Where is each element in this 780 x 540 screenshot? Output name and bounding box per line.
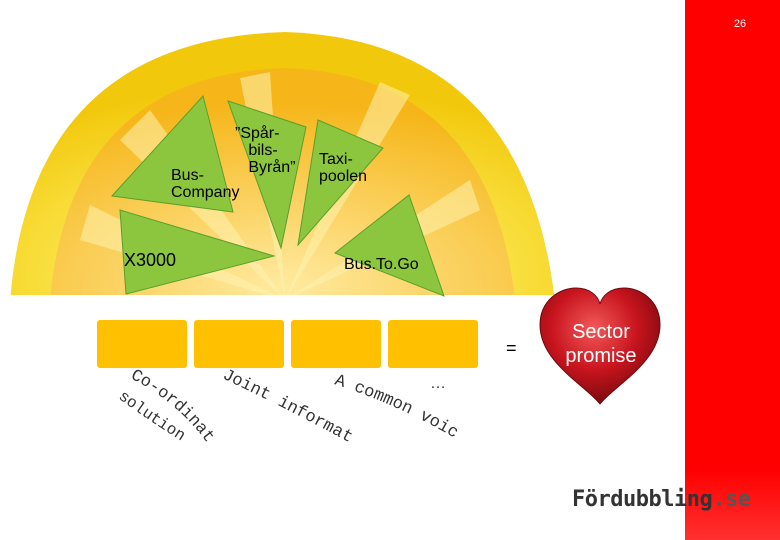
brand-logo: Fördubbling.se bbox=[572, 487, 751, 512]
curved-label-coordinated-payment: Co-ordinated payment bbox=[0, 0, 218, 447]
slide-number: 26 bbox=[733, 18, 747, 30]
label-taxi-poolen: Taxi- poolen bbox=[319, 151, 368, 185]
segment-bus-company bbox=[110, 94, 234, 213]
orange-box-3 bbox=[291, 320, 381, 368]
accent-strip-bottom bbox=[685, 470, 780, 540]
brand-domain: .se bbox=[712, 487, 751, 512]
label-bus-to-go: Bus.To.Go bbox=[344, 256, 419, 273]
curved-label-ellipsis: … bbox=[430, 375, 446, 392]
label-x3000: X3000 bbox=[124, 250, 177, 270]
accent-strip bbox=[685, 0, 780, 540]
brand-name: Fördubbling bbox=[572, 487, 713, 512]
heart-label: Sector promise bbox=[548, 320, 654, 368]
orange-box-2 bbox=[194, 320, 284, 368]
segment-taxi-poolen bbox=[297, 119, 384, 247]
curved-label-solutions: solutions bbox=[0, 0, 189, 445]
orange-box-4 bbox=[388, 320, 478, 368]
segment-x3000 bbox=[119, 209, 276, 295]
segment-bus-to-go bbox=[334, 194, 445, 297]
label-sparbils-byran: ”Spår- bils- Byrån” bbox=[235, 125, 296, 176]
segment-sparbils-byran bbox=[227, 100, 307, 250]
orange-box-1 bbox=[97, 320, 187, 368]
label-bus-company: Bus- Company bbox=[171, 167, 240, 201]
heart-label-text: Sector promise bbox=[565, 321, 637, 367]
equals-sign: = bbox=[506, 338, 517, 358]
curved-label-joint-information: Joint information bbox=[0, 0, 356, 448]
